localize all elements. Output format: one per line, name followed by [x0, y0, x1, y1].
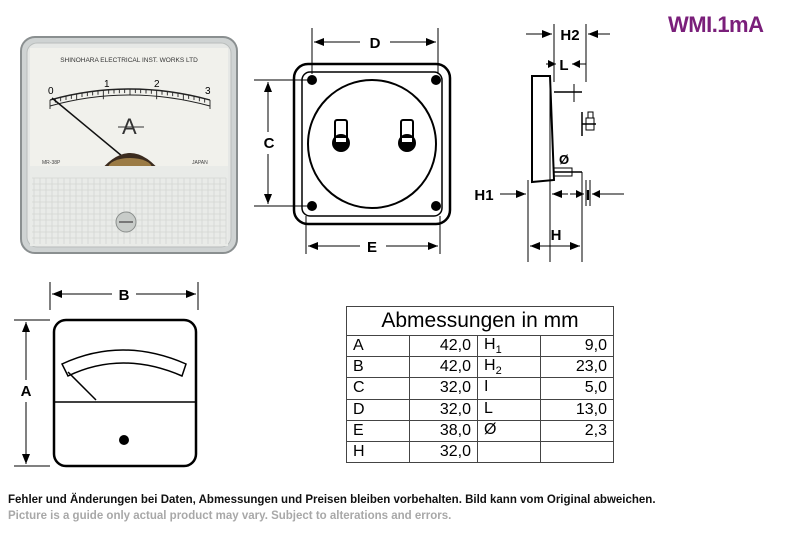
dim-value: 42,0 — [409, 356, 478, 379]
dim-key-text: H — [484, 336, 496, 353]
dim-label-A: A — [21, 383, 32, 400]
dim-value-text: 23,0 — [575, 358, 607, 376]
table-row: A 42,0 H1 9,0 — [346, 334, 614, 358]
table-title: Abmessungen in mm — [346, 306, 614, 336]
dim-key-text: I — [484, 378, 489, 396]
dim-value — [540, 440, 614, 463]
dim-key-text: A — [353, 337, 364, 355]
dim-label-D: D — [370, 35, 381, 52]
side-view-drawing: H2 L Ø H1 I H — [474, 24, 624, 262]
dim-key: E — [346, 419, 410, 442]
dim-value-text: 32,0 — [439, 442, 471, 460]
scale-label-3: 3 — [205, 86, 211, 97]
dim-key-subscript: 1 — [495, 344, 502, 357]
table-row: D 32,0 L 13,0 — [346, 398, 614, 421]
dim-label-I: I — [586, 187, 590, 204]
dim-value: 42,0 — [409, 334, 478, 358]
dim-value-text: 13,0 — [575, 400, 607, 418]
dim-key: B — [346, 356, 410, 379]
dim-key-subscript: 2 — [495, 365, 502, 378]
dim-key-text: Ø — [484, 420, 497, 438]
scale-label-2: 2 — [154, 79, 160, 90]
origin-text: JAPAN — [192, 160, 208, 166]
dim-key-text: C — [353, 379, 365, 397]
dim-key-text: L — [484, 399, 493, 417]
dim-value-text: 9,0 — [584, 337, 607, 355]
dim-label-C: C — [264, 135, 275, 152]
dim-value-text: 42,0 — [439, 337, 471, 355]
dim-label-H1: H1 — [474, 187, 493, 204]
outline-drawing: B A — [14, 282, 199, 468]
dim-key: H — [346, 440, 410, 463]
scale-label-0: 0 — [48, 86, 54, 97]
front-view-drawing: D C E — [254, 28, 452, 256]
dim-value: 32,0 — [409, 440, 478, 463]
dim-key-text: H — [353, 442, 365, 460]
dim-key: H1 — [477, 334, 541, 358]
dim-label-E: E — [367, 239, 377, 256]
dim-value-text: 32,0 — [439, 400, 471, 418]
dim-label-H: H — [551, 227, 562, 244]
dim-value: 23,0 — [540, 356, 614, 379]
dim-value: 32,0 — [409, 377, 478, 400]
meter-maker-text: SHINOHARA ELECTRICAL INST. WORKS LTD — [60, 57, 198, 64]
dim-label-phi: Ø — [559, 152, 569, 167]
model-title: WMI.1mA — [668, 12, 764, 37]
terminal-right — [398, 119, 416, 152]
table-row: B 42,0 H2 23,0 — [346, 356, 614, 379]
needle — [51, 97, 129, 162]
dim-value-text: 38,0 — [439, 421, 471, 439]
meter-photo: SHINOHARA ELECTRICAL INST. WORKS LTD 0 1… — [20, 36, 238, 254]
dim-value-text: 32,0 — [439, 379, 471, 397]
dim-key: L — [477, 398, 541, 421]
dim-value: 9,0 — [540, 334, 614, 358]
dim-value-text: 2,3 — [584, 421, 607, 439]
dim-value: 38,0 — [409, 419, 478, 442]
dim-label-H2: H2 — [560, 27, 579, 44]
dim-key: H2 — [477, 356, 541, 379]
scale-label-1: 1 — [104, 79, 110, 90]
table-row: C 32,0 I 5,0 — [346, 377, 614, 400]
dim-value-text: 42,0 — [439, 358, 471, 376]
dim-label-L: L — [559, 57, 568, 74]
table-row: H 32,0 — [346, 440, 614, 463]
dim-key — [477, 440, 541, 463]
dim-value: 2,3 — [540, 419, 614, 442]
dim-value: 13,0 — [540, 398, 614, 421]
dim-key: Ø — [477, 419, 541, 442]
dim-key-text: E — [353, 421, 364, 439]
dim-label-B: B — [119, 287, 130, 304]
dim-value: 5,0 — [540, 377, 614, 400]
table-row: E 38,0 Ø 2,3 — [346, 419, 614, 442]
terminal-left — [332, 119, 350, 152]
model-code: MR-38P — [42, 160, 61, 166]
dim-key: C — [346, 377, 410, 400]
dim-key-text: H — [484, 357, 496, 375]
dim-key: A — [346, 334, 410, 358]
dim-key: I — [477, 377, 541, 400]
note-english: Picture is a guide only actual product m… — [8, 510, 452, 522]
dim-key: D — [346, 398, 410, 421]
dim-value-text: 5,0 — [584, 379, 607, 397]
note-german: Fehler und Änderungen bei Daten, Abmessu… — [8, 494, 656, 506]
dim-value: 32,0 — [409, 398, 478, 421]
dim-key-text: B — [353, 358, 364, 376]
dim-key-text: D — [353, 400, 365, 418]
